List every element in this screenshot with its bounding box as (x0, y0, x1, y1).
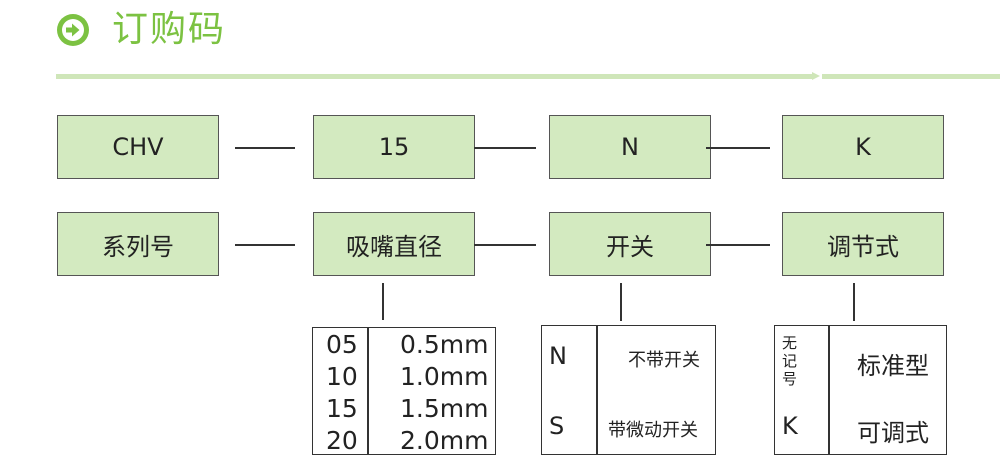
label-box-series: 系列号 (57, 212, 219, 276)
table-cell-code: 10 (326, 362, 358, 391)
page-title: 订购码 (112, 9, 227, 50)
table-cell-code: N (549, 342, 567, 370)
table-cell-size: 1.0mm (400, 362, 489, 391)
table-cell-size: 2.0mm (400, 426, 489, 455)
connector-dash (706, 147, 770, 149)
table-cell-code: K (782, 412, 798, 440)
label-box-adjust: 调节式 (782, 212, 944, 276)
table-cell-size: 1.5mm (400, 394, 489, 423)
table-cell-code: 05 (326, 330, 358, 359)
header-rule-right (822, 74, 1000, 79)
table-cell-size: 0.5mm (400, 330, 489, 359)
table-cell-desc: 带微动开关 (608, 420, 698, 441)
table-cell-desc: 不带开关 (628, 350, 700, 371)
connector-vertical (620, 283, 622, 321)
code-box-switch: N (549, 115, 711, 179)
nozzle-diameter-table (312, 327, 496, 455)
code-box-adjust: K (782, 115, 944, 179)
table-cell-desc: 标准型 (857, 352, 929, 380)
header-rule-left (56, 74, 814, 79)
table-cell-desc: 可调式 (857, 419, 929, 447)
connector-dash (235, 147, 295, 149)
code-box-series: CHV (57, 115, 219, 179)
table-cell-code: S (549, 412, 565, 440)
switch-table (541, 325, 716, 455)
connector-vertical (382, 283, 384, 320)
table-cell-code: 20 (326, 426, 358, 455)
adjust-table (774, 325, 947, 455)
arrow-right-circle-icon (57, 14, 89, 46)
table-cell-code: 15 (326, 394, 358, 423)
connector-dash (706, 244, 770, 246)
table-cell-code: 无记号 (782, 334, 798, 388)
header-rule-notch (812, 72, 820, 80)
connector-dash (235, 244, 295, 246)
code-box-diameter: 15 (313, 115, 475, 179)
label-box-switch: 开关 (549, 212, 711, 276)
connector-dash (474, 244, 536, 246)
connector-dash (474, 147, 536, 149)
label-box-diameter: 吸嘴直径 (313, 212, 475, 276)
connector-vertical (853, 283, 855, 321)
